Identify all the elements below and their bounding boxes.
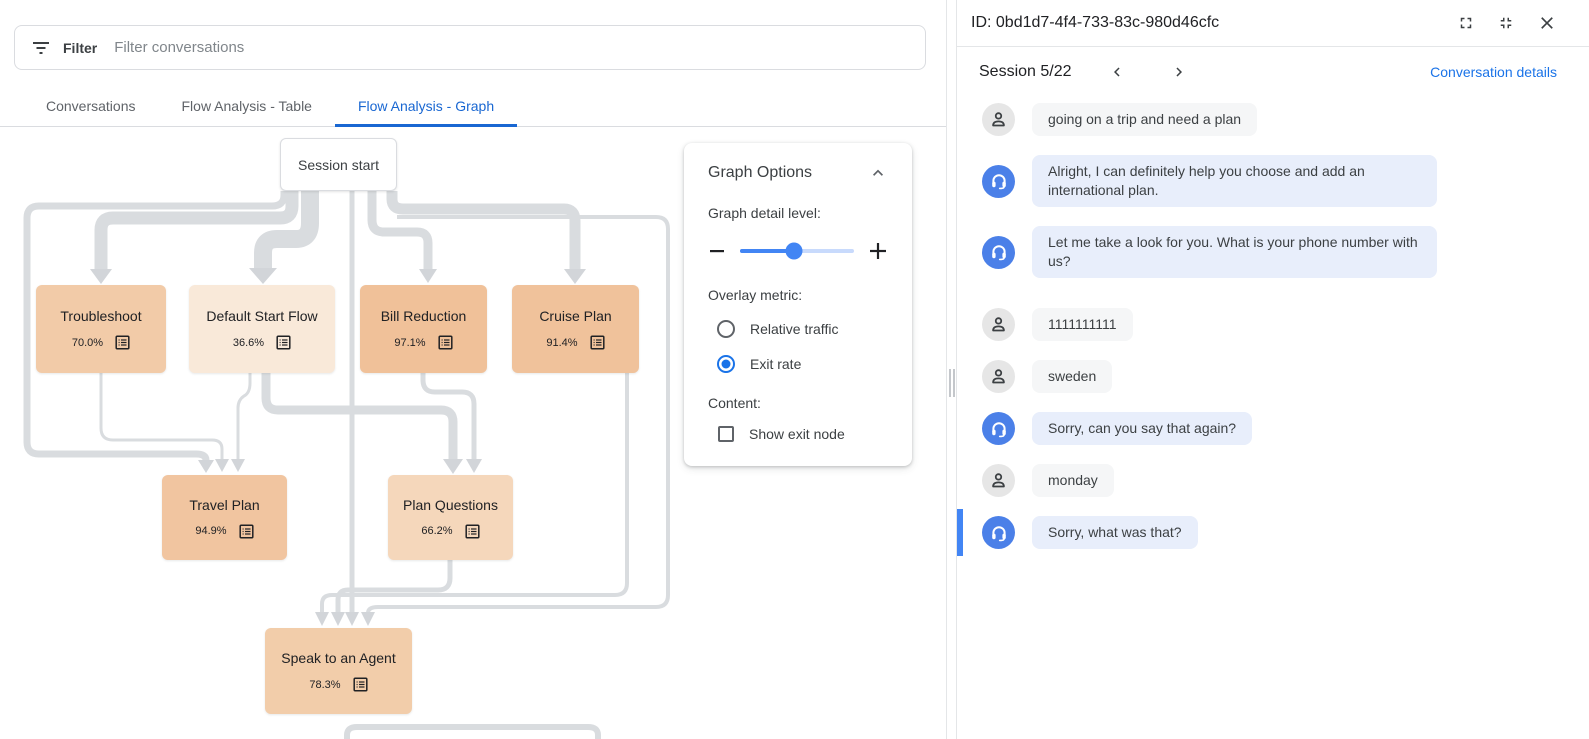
tab-conversations[interactable]: Conversations [46, 97, 136, 114]
conversation-detail-panel: ID: 0bd1d7-4f4-733-83c-980d46cfc Session… [956, 0, 1589, 739]
node-label: Cruise Plan [539, 308, 612, 324]
list-alt-icon[interactable] [438, 335, 453, 350]
filter-input[interactable]: Filter conversations [114, 39, 245, 56]
message-row-user[interactable]: 1111111111 [982, 308, 1569, 341]
message-bubble: Sorry, can you say that again? [1032, 412, 1253, 445]
user-avatar-person-icon [982, 308, 1015, 341]
node-exit-rate: 94.9% [195, 525, 227, 537]
bot-avatar-headset-icon [982, 164, 1015, 198]
zoom-out-minus-icon[interactable] [708, 242, 726, 260]
node-label: Troubleshoot [60, 308, 142, 324]
message-bubble: sweden [1032, 360, 1113, 393]
message-row-bot-selected[interactable]: Sorry, what was that? [957, 509, 1569, 556]
session-navigation-bar: Session 5/22 Conversation details [957, 47, 1589, 91]
graph-detail-level-label: Graph detail level: [708, 205, 821, 221]
graph-options-panel: Graph Options Graph detail level: [684, 143, 912, 466]
filter-label: Filter [63, 39, 98, 56]
node-exit-rate: 70.0% [71, 336, 104, 349]
user-avatar-person-icon [982, 464, 1015, 497]
message-row-bot[interactable]: Sorry, can you say that again? [982, 412, 1569, 445]
bot-avatar-headset-icon [982, 412, 1015, 445]
node-exit-rate: 78.3% [309, 678, 341, 691]
radio-selected-icon[interactable] [717, 355, 735, 373]
flow-node-session-start[interactable]: Session start [280, 138, 397, 191]
message-row-bot[interactable]: Alright, I can definitely help you choos… [982, 155, 1569, 207]
graph-options-title: Graph Options [708, 164, 813, 181]
flow-node-cruise-plan[interactable]: Cruise Plan 91.4% [512, 285, 639, 373]
panel-resize-divider[interactable] [946, 0, 956, 739]
filter-icon [32, 39, 50, 57]
list-alt-icon[interactable] [590, 335, 605, 350]
list-alt-icon[interactable] [276, 335, 291, 350]
node-exit-rate: 36.6% [232, 336, 265, 349]
flow-graph-canvas[interactable]: Session start Troubleshoot 70.0% Default… [0, 127, 946, 739]
flow-graph-edges [23, 191, 670, 739]
bot-avatar-headset-icon [982, 516, 1015, 549]
message-row-user[interactable]: monday [982, 464, 1569, 497]
radio-label: Relative traffic [750, 321, 839, 337]
message-row-bot[interactable]: Let me take a look for you. What is your… [982, 226, 1569, 278]
message-bubble: Sorry, what was that? [1032, 516, 1198, 549]
fullscreen-icon[interactable] [1457, 14, 1475, 32]
node-exit-rate: 66.2% [421, 525, 453, 537]
message-bubble: monday [1032, 464, 1114, 497]
node-label: Default Start Flow [206, 308, 318, 324]
user-avatar-person-icon [982, 103, 1015, 136]
previous-session-chevron-left-icon[interactable] [1108, 63, 1126, 81]
node-label: Session start [298, 156, 379, 173]
graph-detail-slider[interactable] [740, 242, 854, 260]
message-row-user[interactable]: going on a trip and need a plan [982, 103, 1569, 136]
overlay-metric-label: Overlay metric: [708, 287, 803, 303]
bot-avatar-headset-icon [982, 235, 1015, 269]
message-bubble: going on a trip and need a plan [1032, 103, 1258, 136]
radio-label: Exit rate [750, 356, 802, 372]
collapse-chevron-up-icon[interactable] [868, 163, 888, 183]
message-bubble: 1111111111 [1032, 308, 1133, 341]
flow-node-default-start-flow[interactable]: Default Start Flow 36.6% [189, 285, 335, 373]
transcript-message-list: going on a trip and need a plan Alright,… [957, 91, 1589, 556]
flow-analysis-panel: Filter Filter conversations Conversation… [0, 0, 946, 739]
node-label: Speak to an Agent [281, 650, 396, 666]
tab-flow-analysis-graph[interactable]: Flow Analysis - Graph [334, 87, 518, 127]
message-bubble: Let me take a look for you. What is your… [1032, 226, 1437, 278]
checkbox-label: Show exit node [749, 426, 845, 442]
detail-panel-header: ID: 0bd1d7-4f4-733-83c-980d46cfc [957, 0, 1589, 47]
list-alt-icon[interactable] [353, 677, 368, 692]
list-alt-icon[interactable] [465, 523, 480, 539]
flow-node-troubleshoot[interactable]: Troubleshoot 70.0% [36, 285, 166, 373]
user-avatar-person-icon [982, 360, 1015, 393]
slider-thumb[interactable] [785, 242, 803, 260]
node-exit-rate: 91.4% [546, 336, 578, 349]
close-icon[interactable] [1537, 13, 1557, 33]
node-exit-rate: 97.1% [394, 336, 426, 349]
flow-node-travel-plan[interactable]: Travel Plan 94.9% [162, 475, 287, 560]
drag-handle-icon[interactable] [949, 369, 955, 397]
list-alt-icon[interactable] [115, 335, 130, 350]
list-alt-icon[interactable] [239, 523, 254, 539]
radio-circle-icon[interactable] [717, 320, 735, 338]
message-row-user[interactable]: sweden [982, 360, 1569, 393]
radio-relative-traffic[interactable]: Relative traffic [708, 320, 888, 338]
flow-node-plan-questions[interactable]: Plan Questions 66.2% [388, 475, 513, 560]
content-label: Content: [708, 395, 761, 411]
node-label: Bill Reduction [380, 308, 467, 324]
node-label: Plan Questions [403, 496, 498, 513]
checkbox-icon[interactable] [718, 426, 734, 442]
zoom-in-plus-icon[interactable] [868, 241, 888, 261]
node-label: Travel Plan [189, 496, 260, 513]
flow-node-bill-reduction[interactable]: Bill Reduction 97.1% [360, 285, 487, 373]
filter-bar[interactable]: Filter Filter conversations [14, 25, 926, 70]
flow-node-speak-to-an-agent[interactable]: Speak to an Agent 78.3% [265, 628, 412, 714]
session-counter: Session 5/22 [979, 63, 1072, 80]
conversation-id-title: ID: 0bd1d7-4f4-733-83c-980d46cfc [971, 14, 1220, 31]
tab-bar: Conversations Flow Analysis - Table Flow… [0, 87, 946, 127]
radio-exit-rate[interactable]: Exit rate [708, 355, 888, 373]
show-exit-node-option[interactable]: Show exit node [708, 426, 888, 442]
next-session-chevron-right-icon[interactable] [1170, 63, 1188, 81]
conversation-details-link[interactable]: Conversation details [1430, 64, 1557, 80]
message-bubble: Alright, I can definitely help you choos… [1032, 155, 1437, 207]
exit-fullscreen-icon[interactable] [1497, 14, 1515, 32]
tab-flow-analysis-table[interactable]: Flow Analysis - Table [181, 97, 312, 114]
slider-fill [740, 249, 794, 253]
